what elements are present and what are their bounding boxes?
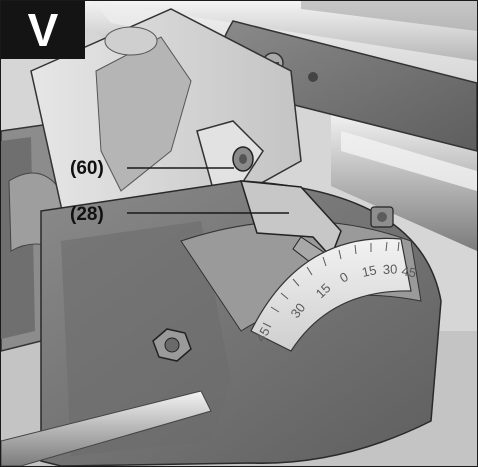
lower-rod bbox=[1, 390, 212, 466]
panel-letter: V bbox=[27, 4, 59, 56]
scale-label: 30 bbox=[383, 262, 398, 277]
scale-label: 45 bbox=[400, 263, 417, 280]
miter-scale bbox=[250, 237, 412, 352]
right-rail-rod bbox=[331, 111, 477, 251]
scale-label: 15 bbox=[361, 262, 378, 280]
mounting-bolt bbox=[152, 328, 192, 362]
pointer-bolt bbox=[370, 206, 394, 228]
scale-label: 45 bbox=[253, 324, 273, 344]
panel-badge: V bbox=[1, 1, 85, 59]
callout-clamp-lever: (60) bbox=[70, 158, 104, 179]
clamp-lever bbox=[196, 120, 264, 192]
callout-angle-pointer: (28) bbox=[70, 204, 104, 225]
